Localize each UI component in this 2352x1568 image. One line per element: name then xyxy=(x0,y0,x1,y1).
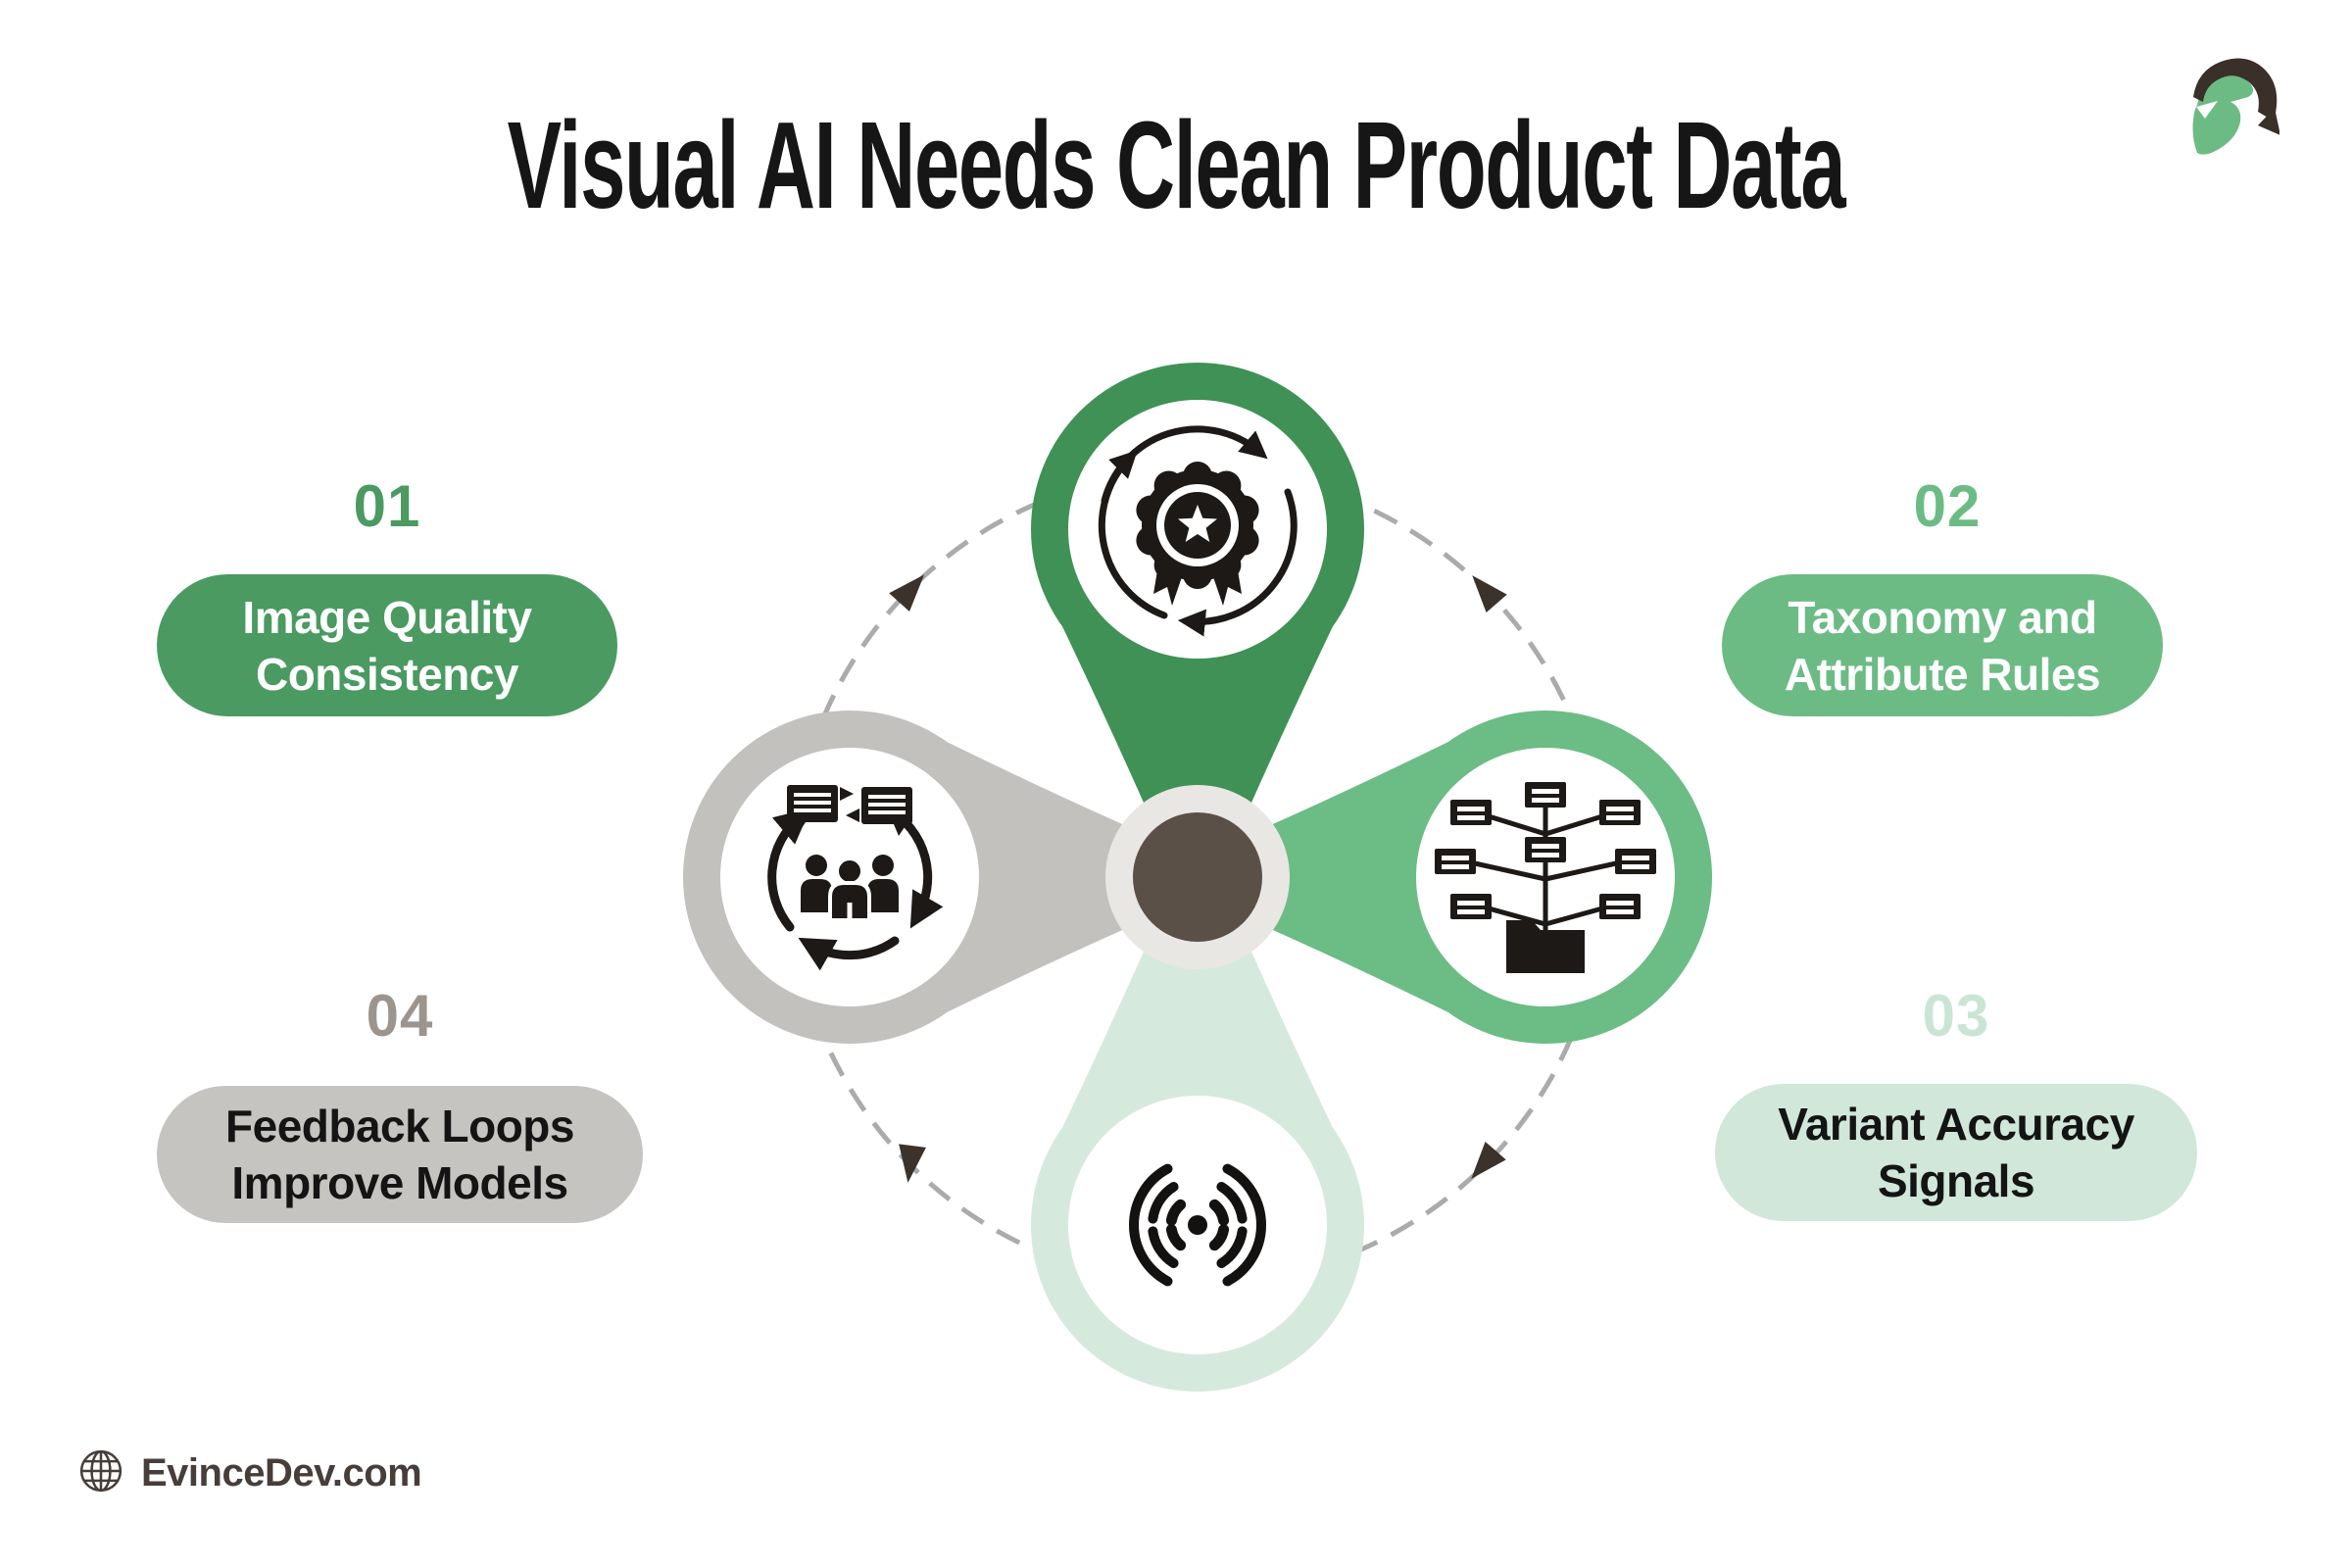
node-tail-bottom xyxy=(1061,879,1334,1130)
footer-branding: EvinceDev.com xyxy=(78,1448,422,1498)
orbit-arrow-icon-sw xyxy=(899,1144,926,1183)
feedback-people-loop-icon xyxy=(767,785,944,971)
pill-label-line: Image Quality xyxy=(242,591,532,643)
node-tail-left xyxy=(945,741,1196,1013)
logo-helmet-notch xyxy=(2196,101,2218,119)
step-number-01: 01 xyxy=(353,473,421,539)
pill-label-line: Feedback Loops xyxy=(225,1101,574,1152)
node-tail-top xyxy=(1061,624,1334,875)
step-number-02: 02 xyxy=(1913,473,1982,539)
pill-label-line: Improve Models xyxy=(231,1157,568,1208)
logo-crest-tail xyxy=(2258,108,2280,135)
orbit-arrow-icon-nw xyxy=(889,574,925,612)
step-number-04: 04 xyxy=(366,983,434,1049)
pill-label-line: Variant Accuracy xyxy=(1778,1099,2134,1150)
orbit-arrow-icon-ne xyxy=(1472,575,1507,613)
evincedev-spartan-helmet-logo xyxy=(2183,51,2280,164)
page-title: Visual AI Needs Clean Product Data xyxy=(507,96,1846,234)
footer-website: EvinceDev.com xyxy=(141,1451,422,1494)
globe-icon xyxy=(78,1448,123,1498)
pill-label-line: Attribute Rules xyxy=(1784,648,2101,700)
signal-broadcast-icon xyxy=(1129,1163,1266,1287)
label-pill-taxonomy: Taxonomy and Attribute Rules xyxy=(1722,574,2163,716)
center-hub-disc xyxy=(1133,812,1262,942)
pill-label-line: Taxonomy and xyxy=(1788,591,2097,643)
taxonomy-folder-tree-icon xyxy=(1435,782,1656,973)
logo-helmet-shape xyxy=(2192,75,2254,155)
label-pill-image-quality: Image Quality Consistency xyxy=(157,574,617,716)
node-tail-right xyxy=(1200,741,1450,1013)
quality-badge-sync-icon xyxy=(1098,425,1298,637)
label-pill-feedback-loops: Feedback Loops Improve Models xyxy=(157,1086,643,1223)
pill-label-line: Consistency xyxy=(255,648,519,700)
pill-label-line: Signals xyxy=(1877,1155,2035,1206)
step-number-03: 03 xyxy=(1922,983,1990,1049)
orbit-arrow-icon-se xyxy=(1471,1141,1506,1179)
label-pill-variant-accuracy: Variant Accuracy Signals xyxy=(1715,1084,2197,1221)
logo-crest-shape xyxy=(2193,58,2278,122)
